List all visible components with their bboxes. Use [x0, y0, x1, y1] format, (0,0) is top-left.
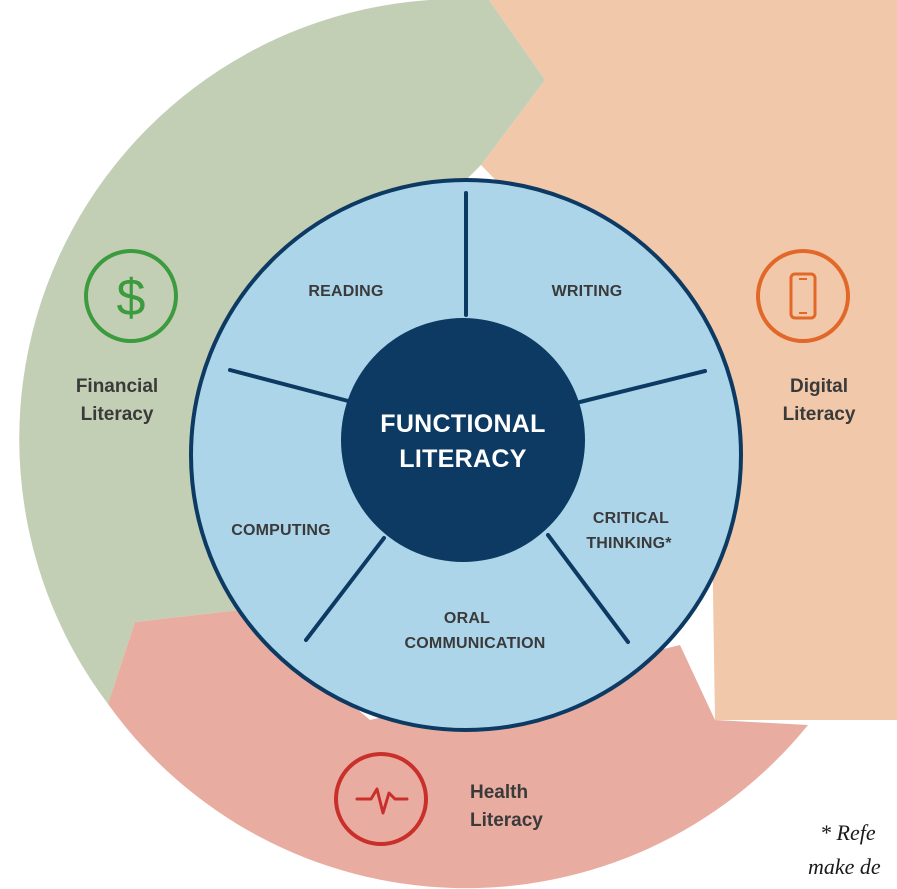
svg-text:$: $ [117, 269, 146, 327]
ring-dividers [228, 191, 707, 644]
divider-bottom-left [304, 536, 386, 642]
divider-left [228, 368, 354, 404]
label-writing: WRITING [552, 283, 623, 300]
divider-bottom-right [546, 533, 630, 644]
financial-label-line1: Financial [76, 376, 158, 397]
footnote-line2: make de [808, 854, 881, 879]
label-oral-communication-line2: COMMUNICATION [405, 635, 546, 652]
center-label-line1: FUNCTIONAL [380, 410, 545, 438]
label-critical-thinking-line2: THINKING* [586, 535, 672, 552]
label-oral-communication-line1: ORAL [444, 610, 490, 627]
label-critical-thinking-line1: CRITICAL [593, 510, 669, 527]
phone-icon [756, 249, 850, 343]
dollar-icon: $ [84, 249, 178, 343]
financial-label-line2: Literacy [81, 404, 154, 425]
digital-label-line2: Literacy [783, 404, 856, 425]
center-label-line2: LITERACY [399, 445, 526, 473]
health-label-line2: Literacy [470, 810, 543, 831]
center-circle [341, 318, 585, 562]
heartbeat-icon [334, 752, 428, 846]
digital-label-line1: Digital [790, 376, 848, 397]
divider-right [578, 369, 707, 404]
label-reading: READING [308, 283, 383, 300]
health-literacy-segment [108, 610, 808, 889]
footnote-line1: * Refe [820, 820, 876, 845]
health-label-line1: Health [470, 782, 528, 803]
label-computing: COMPUTING [231, 522, 331, 539]
